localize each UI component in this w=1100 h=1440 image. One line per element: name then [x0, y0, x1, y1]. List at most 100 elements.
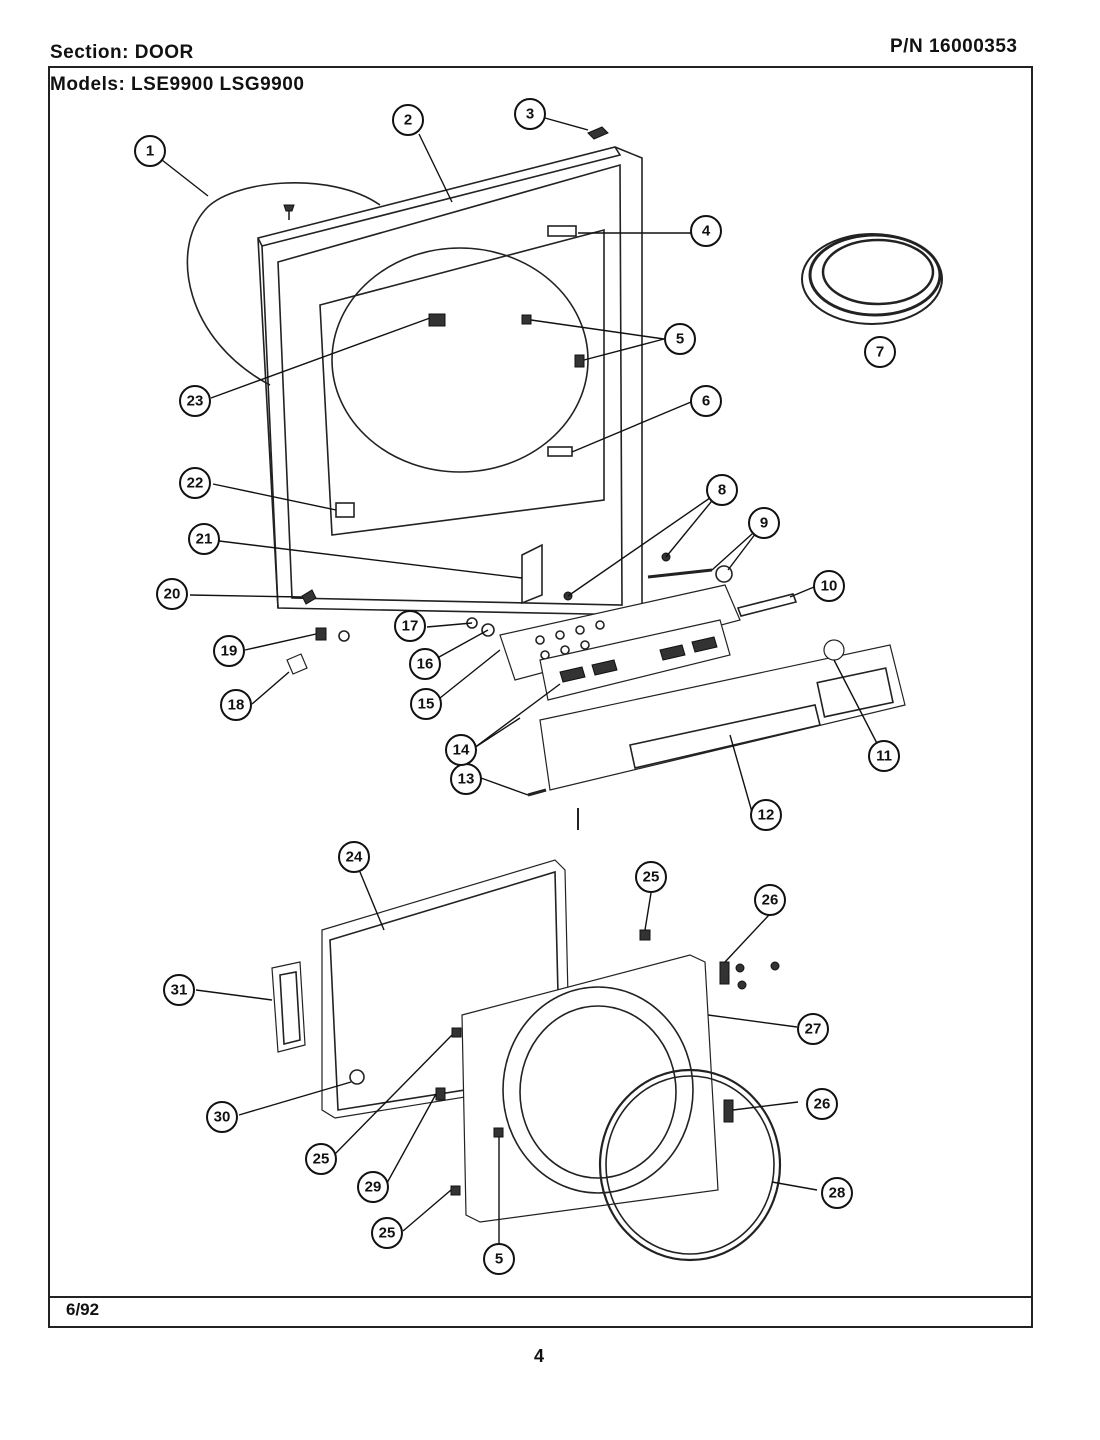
svg-text:24: 24	[346, 849, 363, 866]
knob-11	[823, 639, 845, 661]
callout-28: 28	[821, 1177, 853, 1209]
svg-text:5: 5	[495, 1251, 503, 1268]
models-label: Models: LSE9900 LSG9900	[50, 74, 305, 95]
callout-8: 8	[706, 474, 738, 506]
handle-31	[271, 961, 306, 1053]
svg-text:30: 30	[214, 1109, 231, 1126]
door-glass-ring	[502, 986, 694, 1194]
callout-24: 24	[338, 841, 370, 873]
label-4	[547, 225, 577, 237]
callout-5-bottom: 5	[483, 1243, 515, 1275]
svg-text:28: 28	[829, 1185, 846, 1202]
callout-17: 17	[394, 610, 426, 642]
svg-text:3: 3	[526, 106, 534, 123]
svg-text:22: 22	[187, 475, 204, 492]
svg-text:12: 12	[758, 807, 775, 824]
svg-text:14: 14	[453, 742, 470, 759]
screw-top-left	[283, 204, 295, 220]
callout-16: 16	[409, 648, 441, 680]
hinge-20	[301, 589, 317, 605]
callout-31: 31	[163, 974, 195, 1006]
callout-30: 30	[206, 1101, 238, 1133]
door-seal-1	[186, 182, 381, 386]
callout-22: 22	[179, 467, 211, 499]
svg-text:10: 10	[821, 578, 838, 595]
svg-text:5: 5	[676, 331, 684, 348]
svg-text:21: 21	[196, 531, 213, 548]
callout-6: 6	[690, 385, 722, 417]
svg-text:2: 2	[404, 112, 412, 129]
callout-3: 3	[514, 98, 546, 130]
callout-23: 23	[179, 385, 211, 417]
svg-text:17: 17	[402, 618, 419, 635]
section-title: Section: DOOR	[50, 42, 194, 63]
latch-23	[428, 313, 446, 327]
callout-10: 10	[813, 570, 845, 602]
trim-strip-10	[736, 593, 798, 617]
svg-text:27: 27	[805, 1021, 822, 1038]
svg-text:4: 4	[702, 223, 711, 240]
callout-15: 15	[410, 688, 442, 720]
svg-text:8: 8	[718, 482, 726, 499]
front-panel-frame	[257, 146, 643, 616]
svg-text:31: 31	[171, 982, 188, 999]
svg-text:16: 16	[417, 656, 434, 673]
callout-9: 9	[748, 507, 780, 539]
callout-26-bottom: 26	[806, 1088, 838, 1120]
keypad-14	[539, 619, 731, 701]
svg-text:29: 29	[365, 1179, 382, 1196]
callout-25-bottom: 25	[371, 1217, 403, 1249]
callout-7: 7	[864, 336, 896, 368]
door-opening-ring	[331, 247, 589, 473]
callout-13: 13	[450, 763, 482, 795]
footer-date: 6/92	[66, 1300, 100, 1319]
callout-12: 12	[750, 799, 782, 831]
control-panel-12	[539, 644, 906, 791]
svg-text:6: 6	[702, 393, 710, 410]
leader-lines	[161, 117, 884, 1245]
spring-9	[647, 565, 733, 583]
svg-text:19: 19	[221, 643, 238, 660]
clip-3	[587, 126, 609, 140]
svg-text:9: 9	[760, 515, 768, 532]
part-number: P/N 16000353	[890, 36, 1018, 57]
callout-2: 2	[392, 104, 424, 136]
callout-11: 11	[868, 740, 900, 772]
svg-text:26: 26	[814, 1096, 831, 1113]
label-22	[335, 502, 355, 518]
callout-26-top: 26	[754, 884, 786, 916]
wire-harness-7	[801, 233, 943, 325]
svg-text:25: 25	[643, 869, 660, 886]
clips-5	[521, 314, 585, 368]
bracket-21	[521, 543, 543, 605]
svg-text:18: 18	[228, 697, 245, 714]
callout-25-top: 25	[635, 861, 667, 893]
callout-25-middle: 25	[305, 1143, 337, 1175]
callout-21: 21	[188, 523, 220, 555]
door-small-parts	[349, 929, 780, 1196]
screw-13	[527, 788, 547, 797]
footer-divider	[48, 1296, 1033, 1298]
callout-4: 4	[690, 215, 722, 247]
callout-18: 18	[220, 689, 252, 721]
label-6	[547, 446, 573, 457]
callout-19: 19	[213, 635, 245, 667]
svg-text:23: 23	[187, 393, 204, 410]
svg-text:11: 11	[876, 748, 892, 765]
page-number: 4	[534, 1346, 545, 1366]
svg-text:26: 26	[762, 892, 779, 909]
callout-20: 20	[156, 578, 188, 610]
svg-text:7: 7	[876, 344, 884, 361]
callout-5-top: 5	[664, 323, 696, 355]
parts-18-19	[286, 627, 350, 675]
callout-14: 14	[445, 734, 477, 766]
diagram-frame	[48, 66, 1033, 1328]
callout-1: 1	[134, 135, 166, 167]
svg-text:15: 15	[418, 696, 435, 713]
callout-27: 27	[797, 1013, 829, 1045]
door-gasket-28	[598, 1068, 782, 1262]
svg-text:1: 1	[146, 143, 154, 160]
svg-text:25: 25	[313, 1151, 330, 1168]
svg-text:25: 25	[379, 1225, 396, 1242]
